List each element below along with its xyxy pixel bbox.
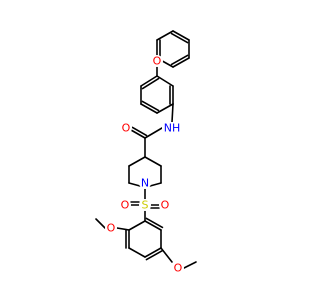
ether-oxygen: O [151, 55, 163, 68]
phenylene-bond-3 [156, 103, 174, 114]
amide-nitrogen: NH [162, 122, 182, 135]
piperidine-bond-4 [149, 182, 162, 187]
phenyl-top-bond-1 [172, 30, 190, 41]
bond-layer [95, 30, 197, 269]
aryl-bottom-bond-4-double [145, 249, 164, 261]
atom-label-layer: O O NH N S O O [105, 55, 184, 275]
phenylene-bond-4-double [141, 100, 160, 112]
sulfonyl-o-left-label: O [121, 199, 130, 212]
methoxy-left-me-bond [95, 218, 106, 229]
sulfonyl-sulfur: S [139, 199, 151, 212]
aryl-bottom-bond-6-double [145, 217, 164, 229]
methoxy-left-o-bond [116, 227, 130, 231]
aryl-bottom-bond-3 [128, 247, 146, 258]
amide-n-c-bond [144, 127, 163, 139]
phenyl-top-bond-3 [172, 57, 190, 68]
sulfonyl-oxygen-right: O [159, 199, 171, 212]
structure-diagram: O O NH N S O O [95, 30, 197, 275]
phenyl-top-bond-6 [156, 30, 174, 41]
phenyl-top-bond-1-double [170, 32, 189, 44]
aryl-bottom-bond-6 [144, 220, 162, 231]
aryl-bottom-bond-1 [128, 220, 146, 231]
amide-carbonyl-bond [130, 129, 146, 139]
sulfonyl-oxygen-left: O [119, 199, 131, 212]
sulfonyl-s-label: S [142, 199, 149, 212]
aryl-nh-bond [171, 103, 174, 123]
ether-oxygen-label: O [153, 55, 162, 68]
amide-nh-label: NH [164, 122, 181, 135]
sulfonyl-o-right-label: O [161, 199, 170, 212]
piperidine-bond-6 [144, 156, 162, 167]
methoxy-oxygen-bottom: O [172, 262, 184, 275]
amide-oxygen-label: O [122, 122, 131, 135]
methoxy-o-bottom-label: O [174, 262, 183, 275]
methoxy-oxygen-left: O [105, 222, 117, 235]
phenylene-bond-6-double [141, 77, 160, 90]
phenylene-bond-4 [140, 103, 158, 114]
piperidine-nitrogen: N [139, 177, 151, 190]
phenylene-bond-1 [156, 75, 174, 87]
methoxy-o-left-label: O [107, 222, 116, 235]
amide-oxygen: O [120, 122, 132, 135]
molecule-canvas: O O NH N S O O [95, 30, 197, 275]
piperidine-n-label: N [141, 177, 149, 190]
piperidine-bond-3 [128, 182, 141, 187]
methoxy-bottom-me-bond [183, 261, 197, 269]
amide-carbonyl-bond-double [131, 126, 148, 137]
phenylene-bond-6 [140, 75, 158, 87]
piperidine-bond-1 [128, 156, 146, 167]
methoxy-bottom-o-bond [160, 247, 173, 263]
phenyl-top-bond-3-double [170, 54, 189, 66]
aryl-bottom-bond-4 [144, 247, 162, 258]
